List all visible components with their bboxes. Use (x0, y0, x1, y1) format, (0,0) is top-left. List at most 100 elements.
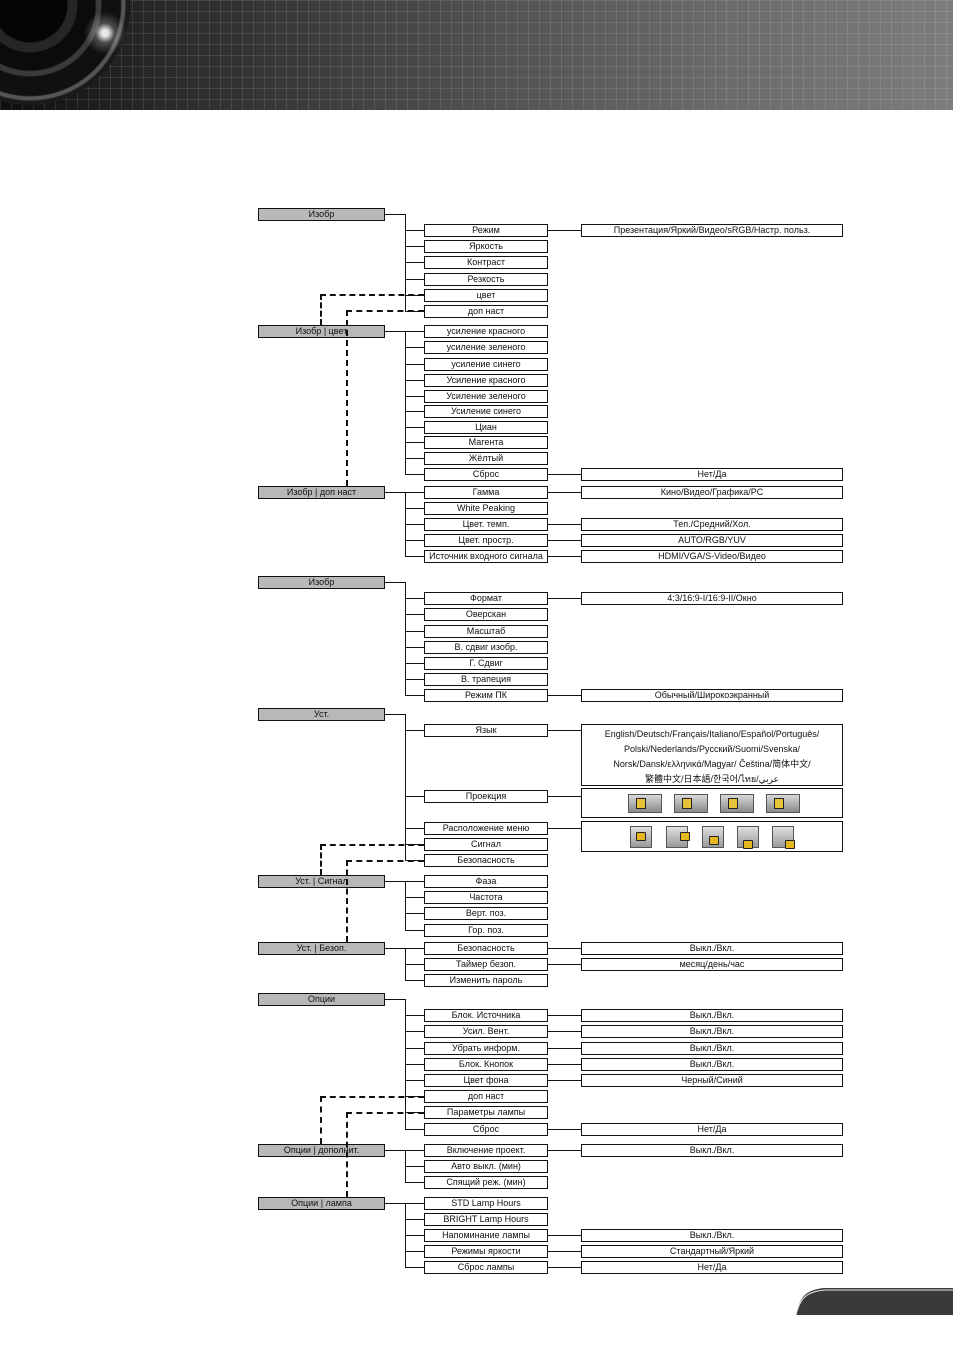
tree-connector (385, 1150, 405, 1151)
tree-connector (405, 1235, 424, 1236)
projection-options (581, 788, 843, 818)
menu-item: Режимы яркости (424, 1245, 548, 1258)
tree-connector (405, 442, 424, 443)
tree-connector (548, 1251, 581, 1252)
dashed-connector (346, 1112, 348, 1197)
dashed-connector (320, 844, 322, 875)
dashed-connector (346, 310, 424, 312)
tree-connector (405, 1031, 424, 1032)
menu-item: STD Lamp Hours (424, 1197, 548, 1210)
option-values: Нет/Да (581, 1123, 843, 1136)
menu-item: Усиление синего (424, 405, 548, 418)
menu-item: Фаза (424, 875, 548, 888)
option-values: AUTO/RGB/YUV (581, 534, 843, 547)
projection-mode-icon (766, 794, 800, 813)
menu-item: Гор. поз. (424, 924, 548, 937)
option-values: Теп./Средний/Хол. (581, 518, 843, 531)
tree-connector (405, 598, 424, 599)
tree-connector (385, 714, 405, 715)
menu-item: Блок. Кнопок (424, 1058, 548, 1071)
language-line: Norsk/Dansk/ελληνικά/Magyar/ Čeština/简体中… (613, 759, 811, 769)
option-values: Нет/Да (581, 1261, 843, 1274)
tree-connector (405, 364, 424, 365)
tree-connector (405, 1251, 424, 1252)
tree-connector (548, 730, 581, 731)
language-line: 繁體中文/日本語/한국어/ไทย/عربي (645, 774, 779, 784)
tree-connector (405, 508, 424, 509)
menu-position-icon (772, 826, 795, 849)
tree-connector (405, 1203, 424, 1204)
menu-item: Блок. Источника (424, 1009, 548, 1022)
tree-connector (548, 695, 581, 696)
projection-mode-icon (720, 794, 754, 813)
option-values: Черный/Синий (581, 1074, 843, 1087)
menu-item: Цвет фона (424, 1074, 548, 1087)
tree-connector (548, 524, 581, 525)
category-box: Уст. | Сигнал (258, 875, 385, 888)
menu-item: White Peaking (424, 502, 548, 515)
dashed-connector (346, 860, 424, 862)
menu-item: Частота (424, 891, 548, 904)
menu-position-icon (630, 826, 652, 848)
menu-item: Г. Сдвиг (424, 657, 548, 670)
menu-item: усиление зеленого (424, 341, 548, 354)
menu-item: В. трапеция (424, 673, 548, 686)
tree-connector (548, 1267, 581, 1268)
tree-connector (405, 540, 424, 541)
tree-connector (405, 948, 424, 949)
menu-item: В. сдвиг изобр. (424, 641, 548, 654)
dashed-connector (320, 1096, 424, 1098)
option-values: Выкл./Вкл. (581, 1025, 843, 1038)
tree-connector (385, 492, 405, 493)
category-box: Изобр | цвет (258, 325, 385, 338)
tree-connector (548, 796, 581, 797)
menu-item: Режим (424, 224, 548, 237)
category-box: Уст. | Безоп. (258, 942, 385, 955)
language-options: English/Deutsch/Français/Italiano/Españo… (581, 724, 843, 786)
dashed-connector (320, 844, 424, 846)
lens-glint (82, 10, 128, 56)
menu-item: Убрать информ. (424, 1042, 548, 1055)
option-values: Нет/Да (581, 468, 843, 481)
menu-item: Язык (424, 724, 548, 737)
tree-connector (405, 380, 424, 381)
dashed-connector (320, 1096, 322, 1144)
tree-connector (548, 1150, 581, 1151)
tree-connector (548, 1064, 581, 1065)
tree-connector (405, 980, 424, 981)
option-values: Выкл./Вкл. (581, 1058, 843, 1071)
menu-item: BRIGHT Lamp Hours (424, 1213, 548, 1226)
tree-connector (405, 730, 424, 731)
menu-item: Магента (424, 436, 548, 449)
menu-item: усиление красного (424, 325, 548, 338)
menu-position-icon (737, 826, 759, 849)
tree-connector (405, 492, 424, 493)
tree-connector (405, 647, 424, 648)
menu-item: Изменить пароль (424, 974, 548, 987)
option-values: Презентация/Яркий/Видео/sRGB/Настр. поль… (581, 224, 843, 237)
tree-connector (405, 582, 406, 695)
dashed-connector (346, 310, 348, 486)
tree-connector (385, 999, 405, 1000)
menu-item: Параметры лампы (424, 1106, 548, 1119)
tree-connector (548, 1129, 581, 1130)
tree-connector (548, 598, 581, 599)
header-banner (0, 0, 953, 110)
menu-item: Авто выкл. (мин) (424, 1160, 548, 1173)
language-line: Polski/Nederlands/Русский/Suomi/Svenska/ (624, 744, 800, 754)
menu-item: Напоминание лампы (424, 1229, 548, 1242)
dashed-connector (320, 294, 424, 296)
tree-connector (405, 262, 424, 263)
option-values: Выкл./Вкл. (581, 1042, 843, 1055)
tree-connector (548, 1015, 581, 1016)
menu-item: Гамма (424, 486, 548, 499)
category-box: Опции (258, 993, 385, 1006)
menu-item: Усиление красного (424, 374, 548, 387)
tree-connector (405, 964, 424, 965)
menu-item: Режим ПК (424, 689, 548, 702)
option-values: Выкл./Вкл. (581, 1144, 843, 1157)
tree-connector (405, 556, 424, 557)
tree-connector (548, 230, 581, 231)
option-values: Выкл./Вкл. (581, 942, 843, 955)
menu-item: доп наст (424, 1090, 548, 1103)
